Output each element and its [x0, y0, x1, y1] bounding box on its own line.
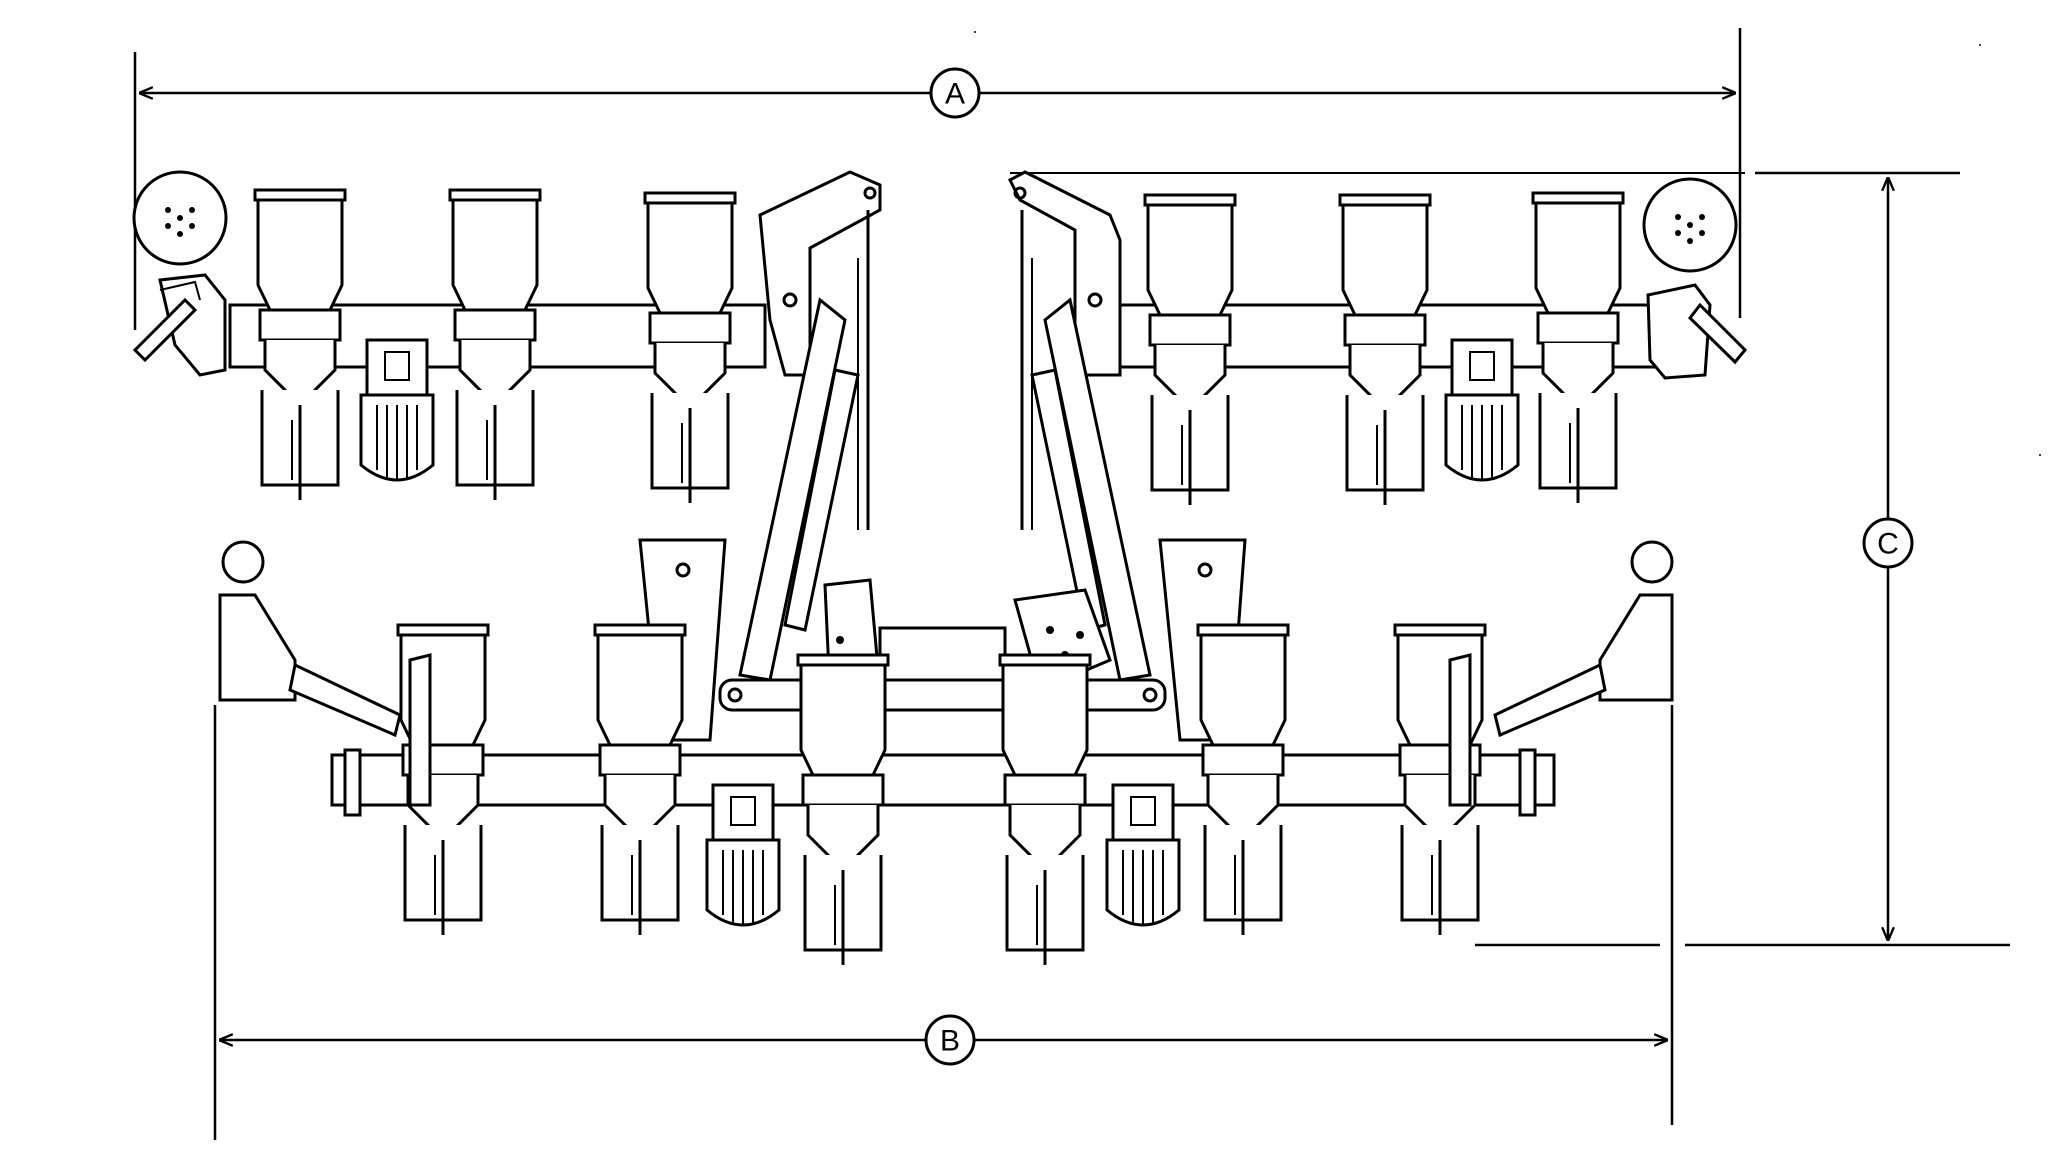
front-right-marker-bracket — [1646, 283, 1712, 380]
front-right-row-unit-1 — [1143, 193, 1237, 507]
rear-row-unit-2 — [593, 623, 687, 937]
rear-row-unit-4 — [998, 653, 1092, 967]
rear-right-gauge-wheel-frame — [1598, 593, 1674, 702]
rear-left-gauge-wheel-frame — [218, 593, 297, 702]
rear-left-gauge-wheel — [221, 540, 265, 584]
front-right-row-unit-2 — [1338, 193, 1432, 507]
front-right-fertilizer-hopper — [1444, 338, 1520, 482]
left-lift-cylinder — [783, 368, 860, 632]
dimension-a-label: A — [945, 78, 965, 111]
rear-right-wheel-arm — [1493, 662, 1607, 738]
front-left-row-unit-1 — [253, 188, 347, 502]
dimension-c: C — [1475, 171, 2010, 947]
front-right-row-unit-3 — [1531, 191, 1625, 505]
dimension-a-callout-circle — [929, 67, 981, 119]
rear-toolbar-assembly — [218, 538, 1674, 967]
dimension-c-label: C — [1877, 528, 1899, 561]
front-left-hinge-arm — [758, 170, 882, 377]
dimension-b: B — [213, 705, 1674, 1140]
front-left-wing — [132, 170, 882, 530]
rear-right-gauge-wheel — [1630, 540, 1674, 584]
rear-right-fertilizer-hopper — [1105, 783, 1181, 927]
front-left-row-unit-2 — [448, 188, 542, 502]
rear-toolbar — [330, 753, 1556, 807]
dimension-b-label: B — [940, 1025, 960, 1058]
front-left-marker-bracket — [158, 273, 227, 377]
rear-left-wheel-arm — [288, 662, 402, 738]
front-left-row-unit-3 — [643, 191, 737, 505]
front-right-wing — [1008, 170, 1748, 530]
dimension-b-callout-circle — [924, 1014, 976, 1066]
dimension-a: A — [133, 28, 1742, 330]
center-hitch-box — [878, 626, 1007, 690]
center-cross-bar — [718, 678, 1167, 712]
front-right-hinge-arm — [1008, 170, 1122, 377]
rear-left-fertilizer-hopper — [705, 783, 781, 927]
dimension-c-callout-circle — [1862, 517, 1914, 569]
front-left-fertilizer-hopper — [359, 338, 435, 482]
rear-row-unit-3 — [796, 653, 890, 967]
rear-row-unit-5 — [1196, 623, 1290, 937]
